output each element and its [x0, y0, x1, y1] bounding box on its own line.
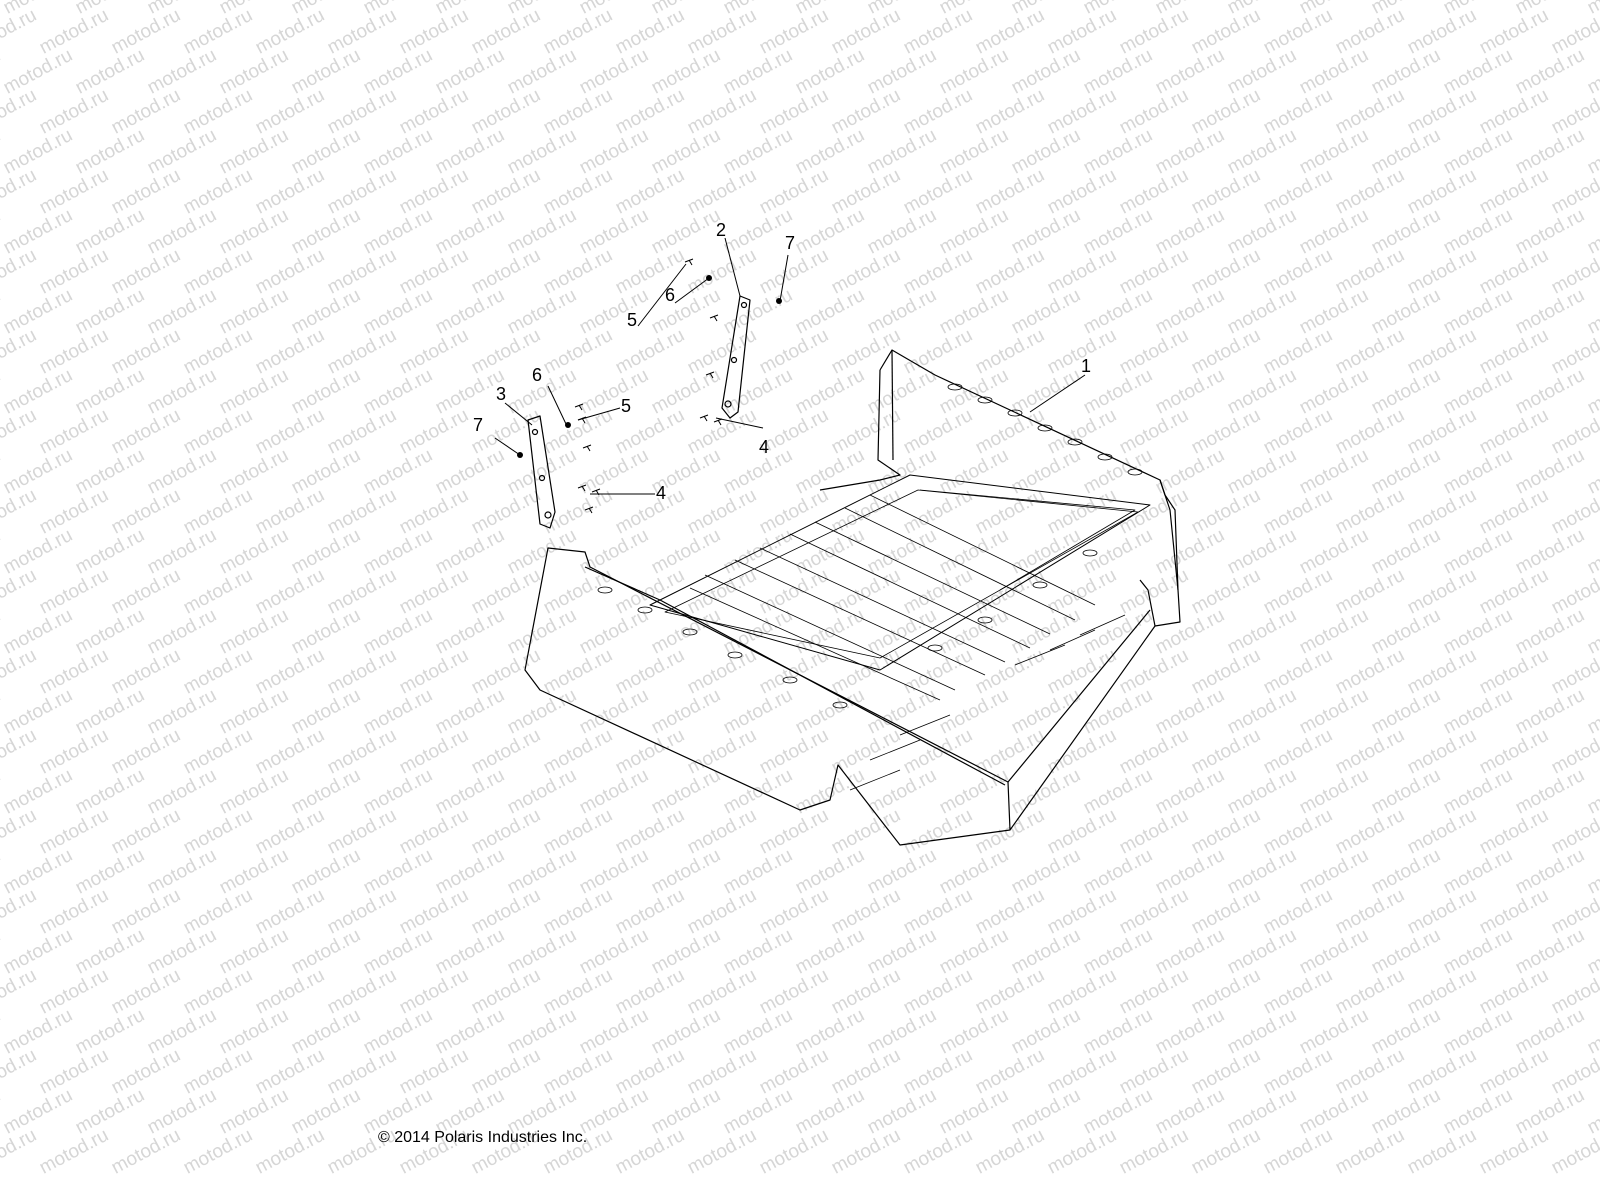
callout-7a: 7	[785, 233, 795, 253]
callout-3: 3	[496, 384, 506, 404]
cargo-box-part	[524, 349, 1181, 846]
fasteners	[574, 258, 723, 514]
callout-5b: 5	[621, 396, 631, 416]
copyright-notice: © 2014 Polaris Industries Inc.	[378, 1129, 588, 1146]
left-bracket-part	[527, 415, 556, 529]
callout-4a: 4	[759, 437, 769, 457]
right-bracket-part	[721, 295, 751, 419]
callout-6a: 6	[665, 285, 675, 305]
callout-5a: 5	[627, 310, 637, 330]
callout-7b: 7	[473, 415, 483, 435]
callout-4b: 4	[656, 483, 666, 503]
leader-lines	[494, 237, 1086, 495]
callout-1: 1	[1081, 356, 1091, 376]
callout-2: 2	[716, 220, 726, 240]
callout-6b: 6	[532, 365, 542, 385]
